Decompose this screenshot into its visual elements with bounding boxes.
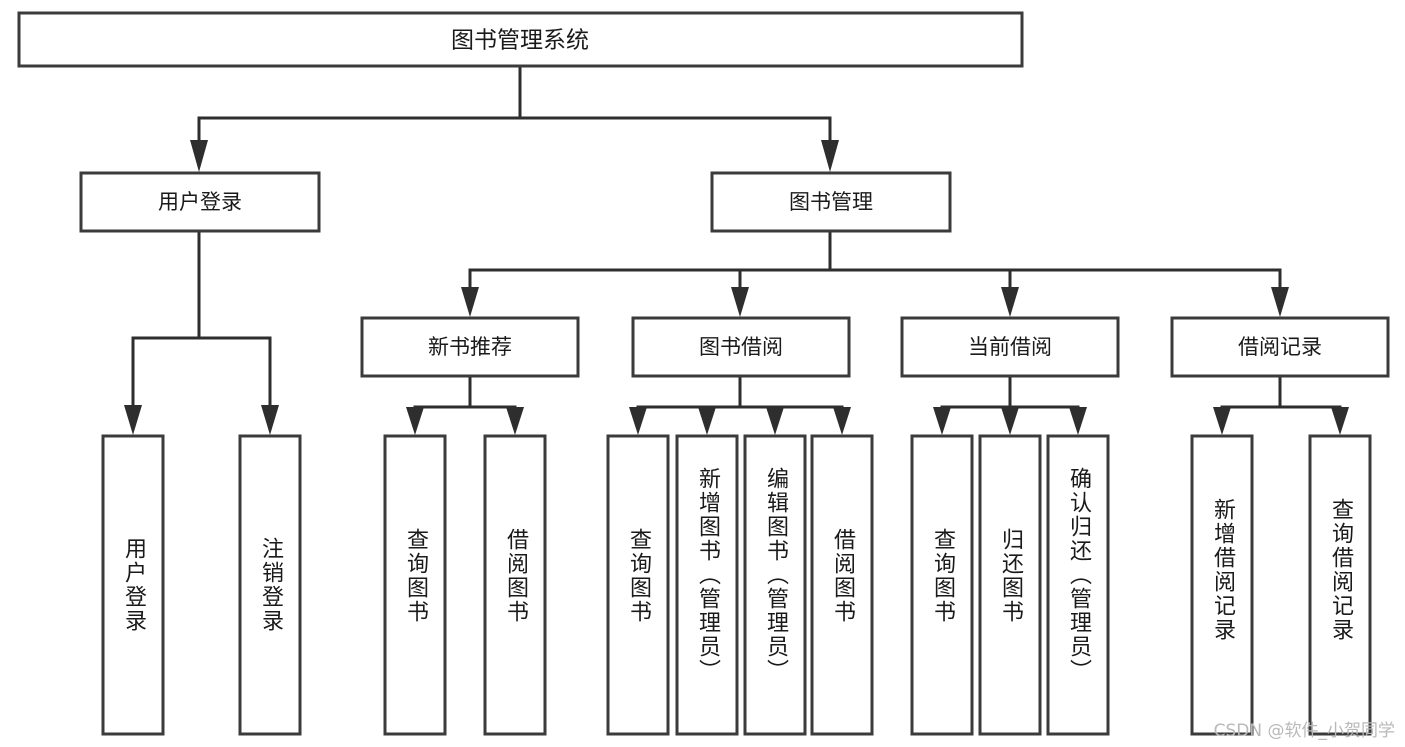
arrow-head-cb-0: [933, 407, 951, 435]
arrow-head-bm-3: [1271, 287, 1289, 317]
arrow-head-bb-1: [698, 407, 716, 435]
node-book-management[interactable]: 图书管理: [710, 171, 952, 233]
node-current-borrow-label: 当前借阅: [968, 335, 1052, 359]
leaf-node[interactable]: 查询图书: [606, 434, 670, 736]
leaf-bb-query-book-label: 查询图书: [626, 528, 652, 624]
leaf-node[interactable]: 注销登录: [238, 434, 302, 736]
leaf-node[interactable]: 查询借阅记录: [1308, 434, 1372, 736]
leaf-logout-label: 注销登录: [258, 537, 284, 633]
arrow-head-bm-2: [1001, 287, 1019, 317]
node-new-book-recommend[interactable]: 新书推荐: [360, 316, 580, 378]
leaf-cb-return-book-label: 归还图书: [998, 528, 1024, 624]
connector-group-user-login: [124, 230, 279, 435]
arrow-head-bm-0: [461, 287, 479, 317]
leaf-cb-confirm-return-label: 确认归还（管理员）: [1066, 467, 1092, 683]
leaf-br-add-record-box[interactable]: [1190, 434, 1254, 736]
leaf-node[interactable]: 查询图书: [910, 434, 974, 736]
leaf-logout-box[interactable]: [238, 434, 302, 736]
leaf-bb-add-book-label: 新增图书（管理员）: [695, 467, 721, 683]
leaf-cb-query-book-label: 查询图书: [930, 528, 956, 624]
node-borrow-record-box[interactable]: [1170, 316, 1390, 378]
leaf-nb-borrow-book-label: 借阅图书: [503, 528, 529, 624]
leaf-br-query-record-label: 查询借阅记录: [1328, 498, 1354, 642]
connector-group-current-borrow: [933, 375, 1087, 435]
arrow-head-bm-1: [731, 287, 749, 317]
leaf-bb-add-book-box[interactable]: [675, 434, 739, 736]
connector-group-book-borrow: [629, 375, 851, 435]
node-book-borrow-label: 图书借阅: [699, 335, 783, 359]
leaf-node[interactable]: 编辑图书（管理员）: [743, 434, 807, 736]
node-root-box[interactable]: [17, 11, 1024, 68]
node-current-borrow[interactable]: 当前借阅: [900, 316, 1120, 378]
leaf-node[interactable]: 查询图书: [383, 434, 447, 736]
node-book-management-box[interactable]: [710, 171, 952, 233]
arrow-head-br-1: [1331, 407, 1349, 435]
leaf-cb-query-book-box[interactable]: [910, 434, 974, 736]
node-book-management-label: 图书管理: [789, 190, 873, 214]
node-user-login-label: 用户登录: [158, 190, 242, 214]
leaf-bb-edit-book-box[interactable]: [743, 434, 807, 736]
connector-group-borrow-record: [1213, 375, 1349, 435]
leaf-nb-borrow-book-box[interactable]: [483, 434, 547, 736]
arrow-head-br-0: [1213, 407, 1231, 435]
arrow-head-nb-0: [406, 407, 424, 435]
node-new-book-recommend-label: 新书推荐: [428, 335, 512, 359]
leaf-br-add-record-label: 新增借阅记录: [1210, 498, 1236, 642]
leaf-cb-confirm-return-box[interactable]: [1046, 434, 1110, 736]
arrow-head-nb-1: [506, 407, 524, 435]
arrow-head-bb-0: [629, 407, 647, 435]
node-root[interactable]: 图书管理系统: [17, 11, 1024, 68]
leaf-user-login-label: 用户登录: [121, 537, 147, 633]
node-current-borrow-box[interactable]: [900, 316, 1120, 378]
leaf-cb-return-book-box[interactable]: [978, 434, 1042, 736]
arrow-head-bb-2: [766, 407, 784, 435]
arrow-head-user-login: [190, 140, 208, 172]
node-borrow-record[interactable]: 借阅记录: [1170, 316, 1390, 378]
node-new-book-recommend-box[interactable]: [360, 316, 580, 378]
node-book-borrow[interactable]: 图书借阅: [631, 316, 851, 378]
leaf-br-query-record-box[interactable]: [1308, 434, 1372, 736]
leaf-node[interactable]: 新增借阅记录: [1190, 434, 1254, 736]
leaf-bb-query-book-box[interactable]: [606, 434, 670, 736]
node-borrow-record-label: 借阅记录: [1238, 335, 1322, 359]
node-root-label: 图书管理系统: [451, 28, 589, 54]
leaf-nb-query-book-label: 查询图书: [403, 528, 429, 624]
leaf-node[interactable]: 借阅图书: [483, 434, 547, 736]
node-book-borrow-box[interactable]: [631, 316, 851, 378]
leaf-nb-query-book-box[interactable]: [383, 434, 447, 736]
connector-group-new-book: [406, 375, 524, 435]
arrow-head-ul-1: [261, 405, 279, 435]
arrow-head-ul-0: [124, 405, 142, 435]
node-user-login[interactable]: 用户登录: [79, 171, 321, 233]
leaf-node[interactable]: 归还图书: [978, 434, 1042, 736]
leaf-node[interactable]: 确认归还（管理员）: [1046, 434, 1110, 736]
arrow-head-cb-2: [1069, 407, 1087, 435]
leaf-bb-borrow-book-box[interactable]: [810, 434, 874, 736]
leaf-bb-borrow-book-label: 借阅图书: [830, 528, 856, 624]
arrow-head-book-mgmt: [821, 140, 839, 172]
leaf-node[interactable]: 用户登录: [101, 434, 165, 736]
node-user-login-box[interactable]: [79, 171, 321, 233]
arrow-head-bb-3: [833, 407, 851, 435]
connector-group-root: [190, 64, 839, 172]
arrow-head-cb-1: [1001, 407, 1019, 435]
connector-group-book-mgmt: [461, 230, 1289, 317]
leaf-user-login-box[interactable]: [101, 434, 165, 736]
leaf-bb-edit-book-label: 编辑图书（管理员）: [763, 467, 789, 683]
leaf-node[interactable]: 新增图书（管理员）: [675, 434, 739, 736]
leaf-node[interactable]: 借阅图书: [810, 434, 874, 736]
